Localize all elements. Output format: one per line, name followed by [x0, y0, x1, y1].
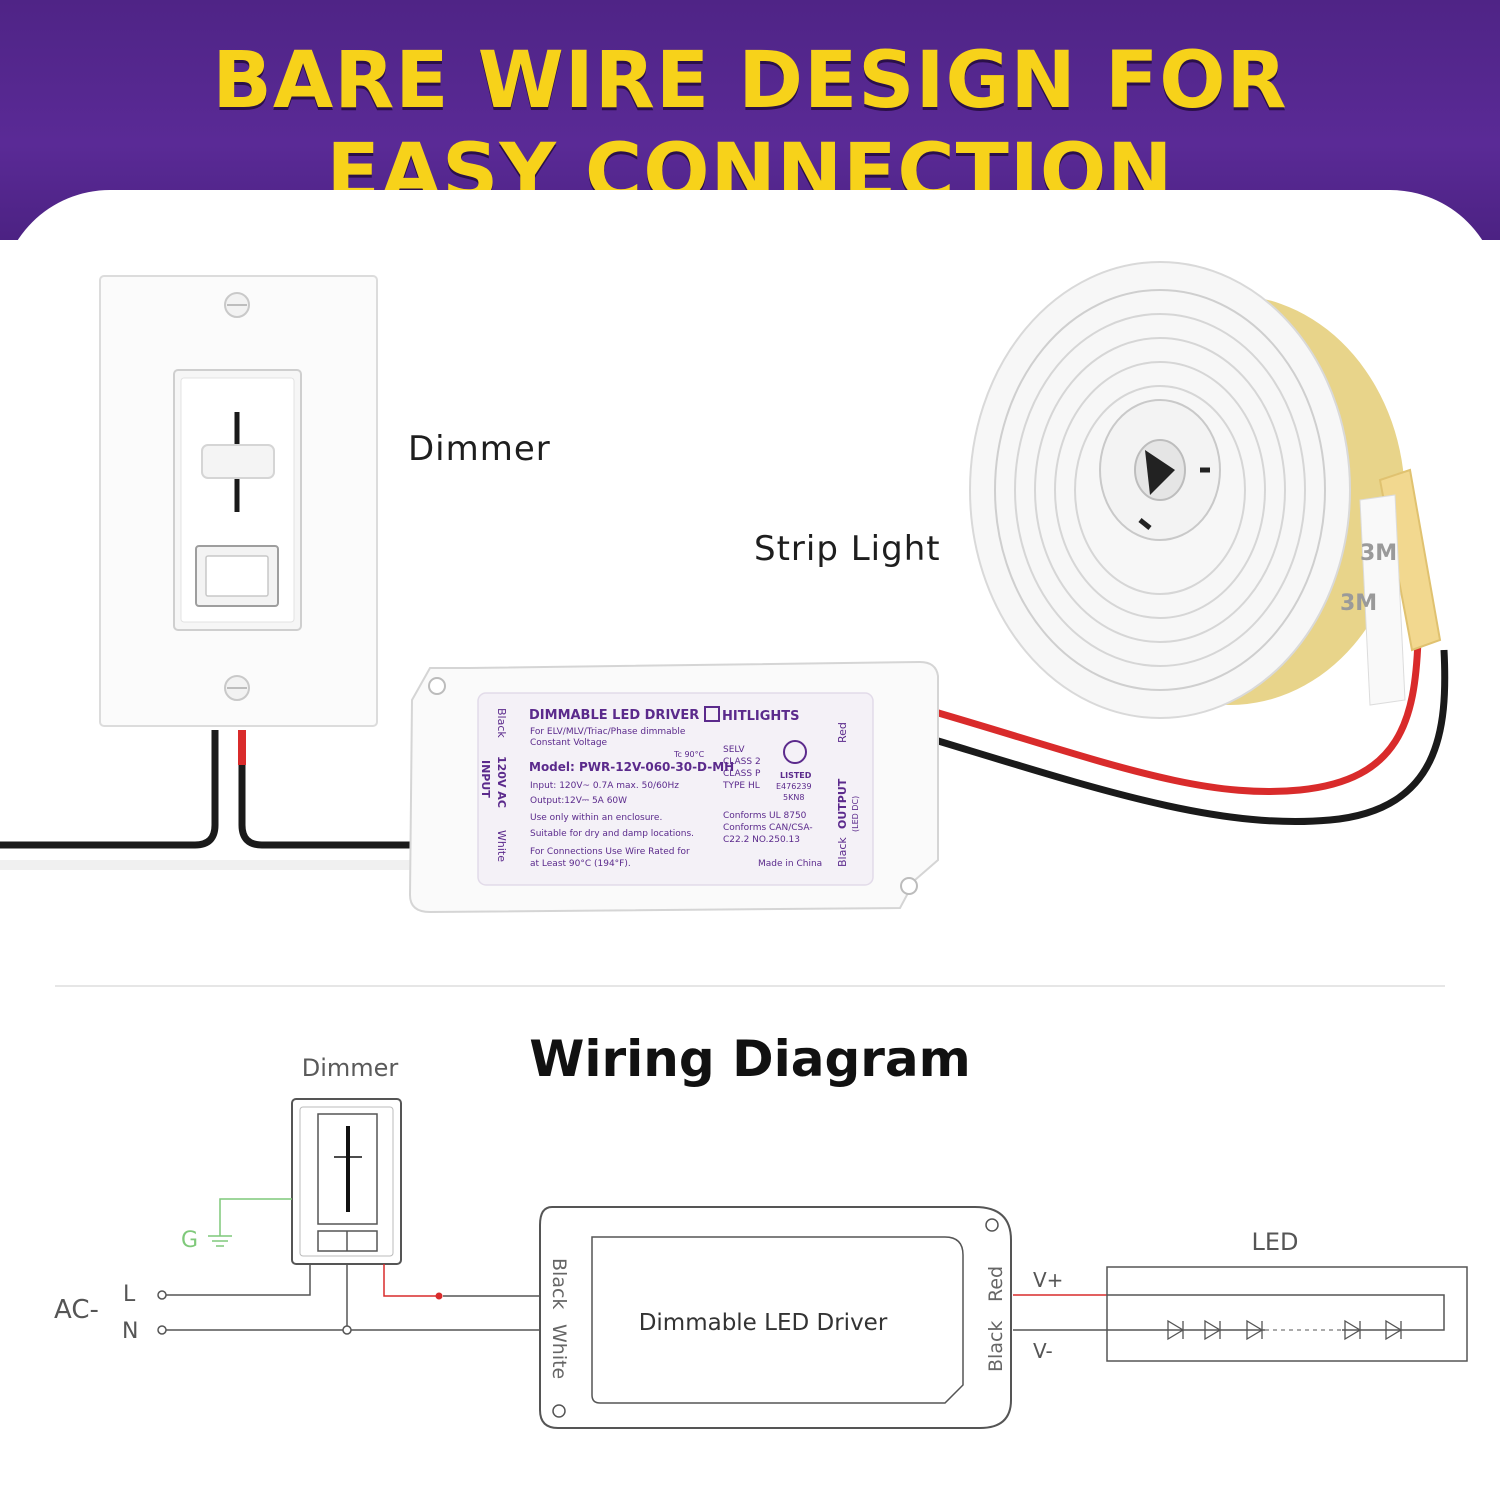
ac-label: AC-: [54, 1295, 99, 1325]
output-ledc-label: (LED DC): [851, 796, 860, 832]
driver-conforms-3: C22.2 NO.250.13: [723, 835, 800, 845]
driver-note-4: at Least 90°C (194°F).: [530, 859, 631, 869]
driver-selv-4: TYPE HL: [722, 781, 760, 791]
wiring-diagram-title: Wiring Diagram: [529, 1030, 971, 1088]
diagram-dimmer-label: Dimmer: [302, 1054, 399, 1082]
output-wire-red: [934, 639, 1422, 796]
headline-line-1: BARE WIRE DESIGN FOR: [212, 36, 1288, 126]
driver-tc: Tc 90°C: [673, 750, 705, 759]
output-wire-black: [933, 649, 1449, 826]
dimmer-switch-photo: [99, 275, 378, 727]
driver-made-in: Made in China: [758, 859, 822, 869]
driver-conforms-2: Conforms CAN/CSA-: [723, 823, 813, 833]
wiring-diagram: Dimmer G AC- L N Dimmable LED Driver Bla…: [54, 1054, 1468, 1429]
diagram-input-black: Black: [548, 1258, 570, 1309]
driver-selv-2: CLASS 2: [723, 757, 761, 767]
driver-subtitle-2: Constant Voltage: [530, 738, 608, 748]
diagram-input-white: White: [548, 1324, 570, 1379]
diagram-output-red: Red: [985, 1266, 1007, 1302]
driver-subtitle-1: For ELV/MLV/Triac/Phase dimmable: [530, 727, 686, 737]
driver-label: DIMMABLE LED DRIVER HITLIGHTS For ELV/ML…: [479, 706, 860, 869]
neutral-label: N: [122, 1319, 138, 1344]
dimmer-photo-label: Dimmer: [408, 429, 551, 469]
input-voltage-label: 120V AC: [495, 756, 508, 808]
driver-note-1: Use only within an enclosure.: [530, 813, 662, 823]
ul-listed: LISTED: [780, 771, 812, 780]
driver-conforms-1: Conforms UL 8750: [723, 811, 807, 821]
vplus-label: V+: [1033, 1268, 1063, 1292]
diagram-dimmer: [291, 1098, 402, 1265]
ul-code: 5KN8: [783, 793, 804, 802]
diagram-driver-label: Dimmable LED Driver: [639, 1310, 888, 1336]
diagram-output-black: Black: [985, 1321, 1007, 1372]
driver-brand: HITLIGHTS: [722, 709, 800, 724]
output-side-label: OUTPUT: [836, 778, 849, 829]
section-divider: [55, 985, 1445, 987]
output-red-label: Red: [836, 722, 849, 743]
driver-selv-3: CLASS P: [723, 769, 761, 779]
line-wire: [166, 1264, 311, 1296]
vminus-label: V-: [1033, 1339, 1053, 1363]
led-driver-photo: [408, 660, 939, 914]
diagram-led-strip: [1106, 1266, 1468, 1362]
input-black-label: Black: [495, 708, 508, 738]
ul-mark-icon: [783, 740, 807, 764]
input-wire-black: [0, 730, 219, 849]
ground-symbol: [208, 1198, 292, 1247]
tape-brand-2: 3M: [1340, 591, 1377, 616]
input-white-label: White: [495, 830, 508, 862]
driver-model: Model: PWR-12V-060-30-D-MH: [529, 760, 734, 774]
tape-brand-1: 3M: [1360, 541, 1397, 566]
driver-selv-1: SELV: [723, 745, 745, 755]
driver-input: Input: 120V~ 0.7A max. 50/60Hz: [530, 781, 679, 791]
line-label: L: [123, 1282, 136, 1307]
led-strip-reel: [969, 261, 1442, 719]
driver-title: DIMMABLE LED DRIVER: [529, 708, 699, 723]
driver-output: Output:12V⎓ 5A 60W: [530, 796, 627, 806]
output-black-label: Black: [836, 837, 849, 867]
input-wire-red: [238, 730, 412, 849]
driver-note-2: Suitable for dry and damp locations.: [530, 829, 694, 839]
strip-photo-label: Strip Light: [754, 529, 941, 569]
led-label: LED: [1251, 1228, 1298, 1256]
product-illustration: 3M 3M: [0, 261, 1449, 914]
input-side-label: INPUT: [479, 760, 492, 798]
diagram-driver: [539, 1206, 1012, 1429]
ground-label: G: [181, 1228, 198, 1253]
driver-note-3: For Connections Use Wire Rated for: [530, 847, 690, 857]
dimmer-output-wire: [383, 1264, 438, 1297]
ul-number: E476239: [776, 782, 812, 791]
